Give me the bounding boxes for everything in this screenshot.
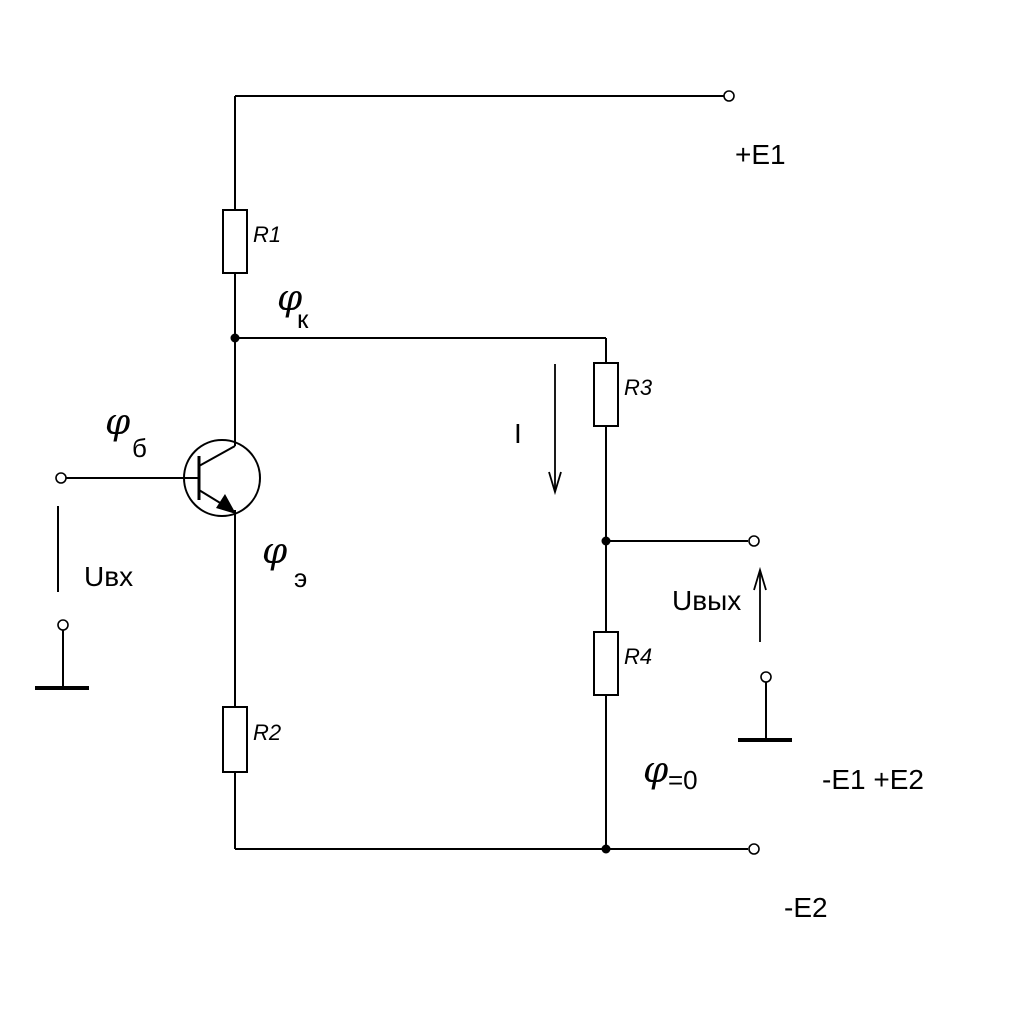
label-current: I: [514, 418, 522, 449]
label-collector-sub: к: [297, 304, 309, 334]
transistor-collector-lead: [198, 445, 236, 467]
label-plus-e1: +E1: [735, 139, 786, 170]
output-voltage-arrow-head: [753, 566, 767, 591]
label-r2: R2: [253, 720, 281, 745]
terminal-input-ground: [57, 619, 69, 631]
label-phi-collector: φ: [277, 278, 303, 319]
terminal-minus-e2: [748, 843, 760, 855]
label-r1: R1: [253, 222, 281, 247]
label-output-voltage: Uвых: [672, 585, 741, 616]
label-zero-suffix: =0: [668, 765, 698, 795]
terminal-output-ground: [760, 671, 772, 683]
label-r3: R3: [624, 375, 653, 400]
label-emitter-sub: э: [294, 563, 307, 593]
terminal-plus-e1: [723, 90, 735, 102]
label-minus-e2: -E2: [784, 892, 828, 923]
current-arrow-head: [548, 471, 562, 496]
resistor-r3: [593, 362, 619, 427]
label-phi-base: φ: [105, 402, 131, 443]
label-minus-e1-plus-e2: -E1 +E2: [822, 764, 924, 795]
terminal-output: [748, 535, 760, 547]
label-r4: R4: [624, 644, 652, 669]
label-base-sub: б: [132, 433, 147, 463]
resistor-r2: [222, 706, 248, 773]
label-phi-zero: φ: [643, 750, 669, 791]
transistor-emitter-arrow: [216, 494, 236, 514]
label-input-voltage: Uвх: [84, 561, 133, 592]
resistor-r1: [222, 209, 248, 274]
terminal-input: [55, 472, 67, 484]
resistor-r4: [593, 631, 619, 696]
label-phi-emitter: φ: [262, 531, 288, 572]
